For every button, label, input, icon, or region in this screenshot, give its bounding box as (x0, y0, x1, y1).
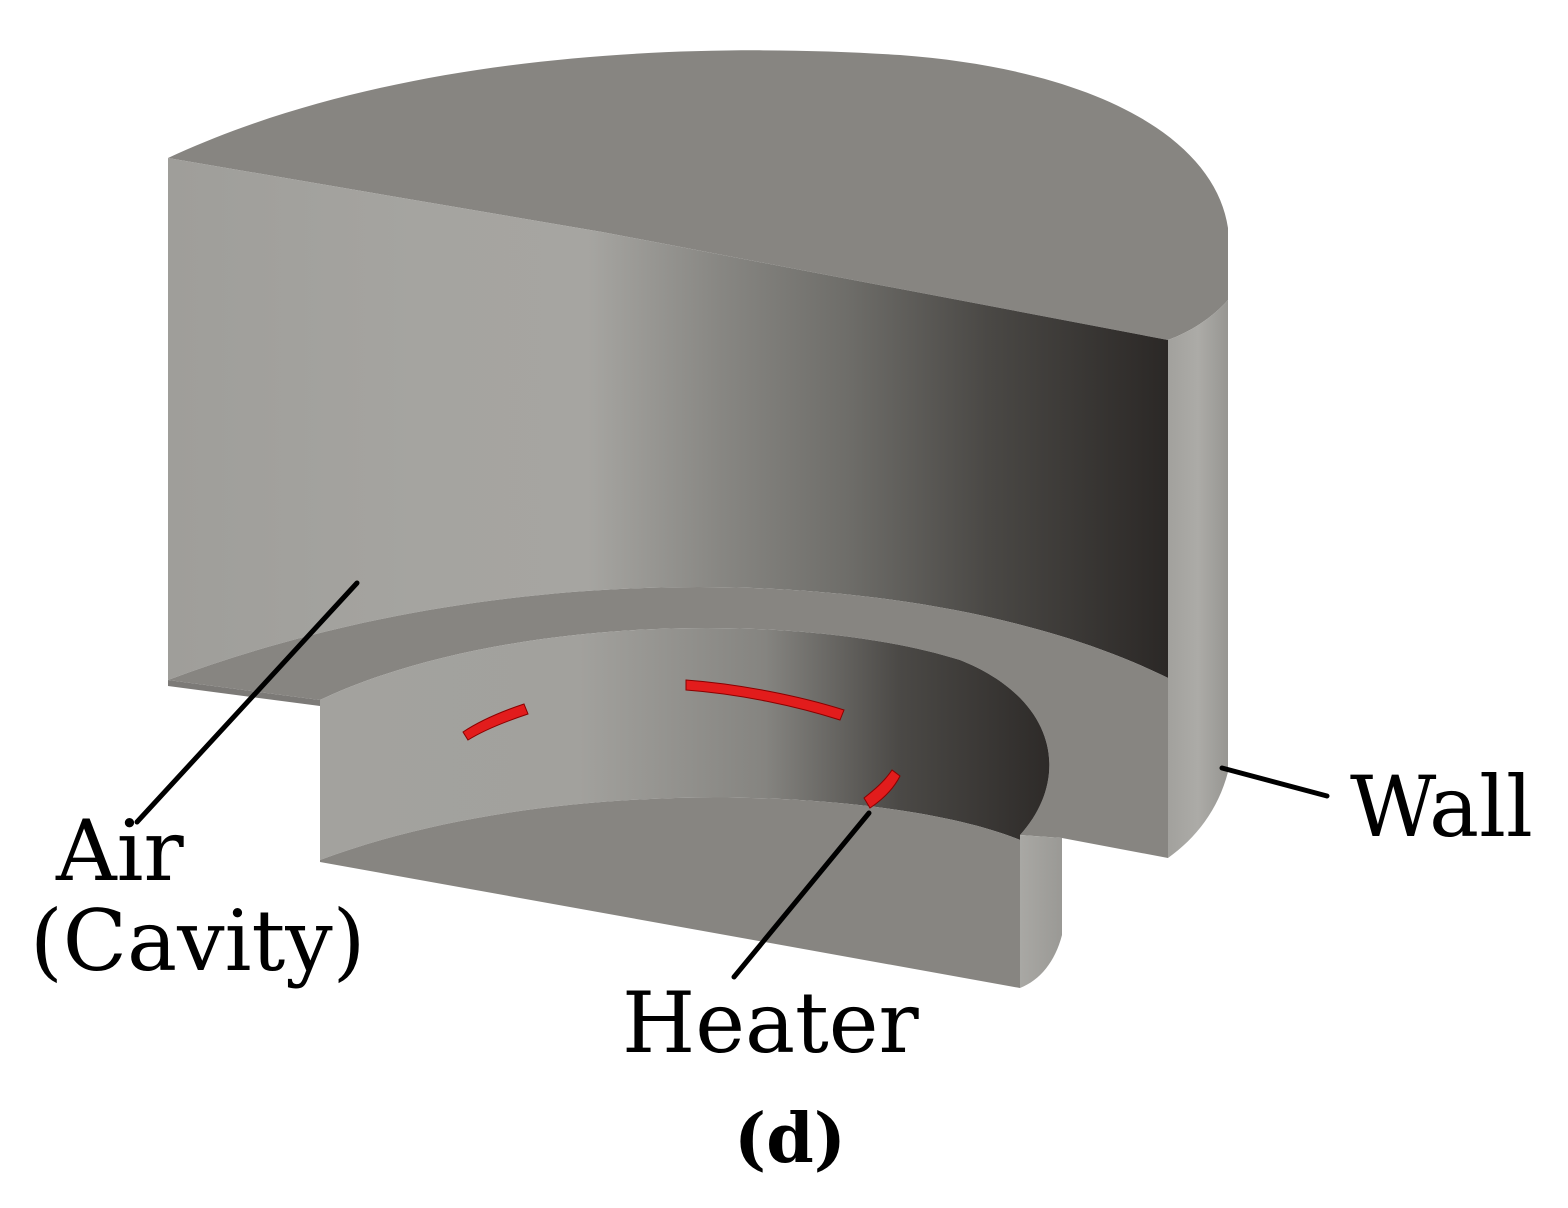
left-ledge-edge (168, 680, 320, 706)
heater-leader-line (731, 810, 872, 980)
lower-side-wall (1020, 835, 1062, 988)
wall-leader-line (1219, 765, 1330, 799)
heater-segment-left (462, 703, 529, 741)
cavity-label: (Cavity) (30, 892, 365, 990)
outer-cut-face (168, 158, 1168, 680)
wall-label: Wall (1350, 758, 1533, 856)
air-label: Air (55, 802, 185, 900)
heater-segment-center (685, 679, 845, 721)
heater-label: Heater (622, 974, 920, 1072)
panel-label: (d) (734, 1099, 846, 1179)
heaters (462, 679, 901, 809)
outer-side-wall (1168, 300, 1228, 858)
air-leader-line (134, 580, 360, 825)
heater-segment-right (863, 769, 901, 809)
step-ledge (168, 587, 1168, 858)
top-cap (168, 50, 1228, 341)
